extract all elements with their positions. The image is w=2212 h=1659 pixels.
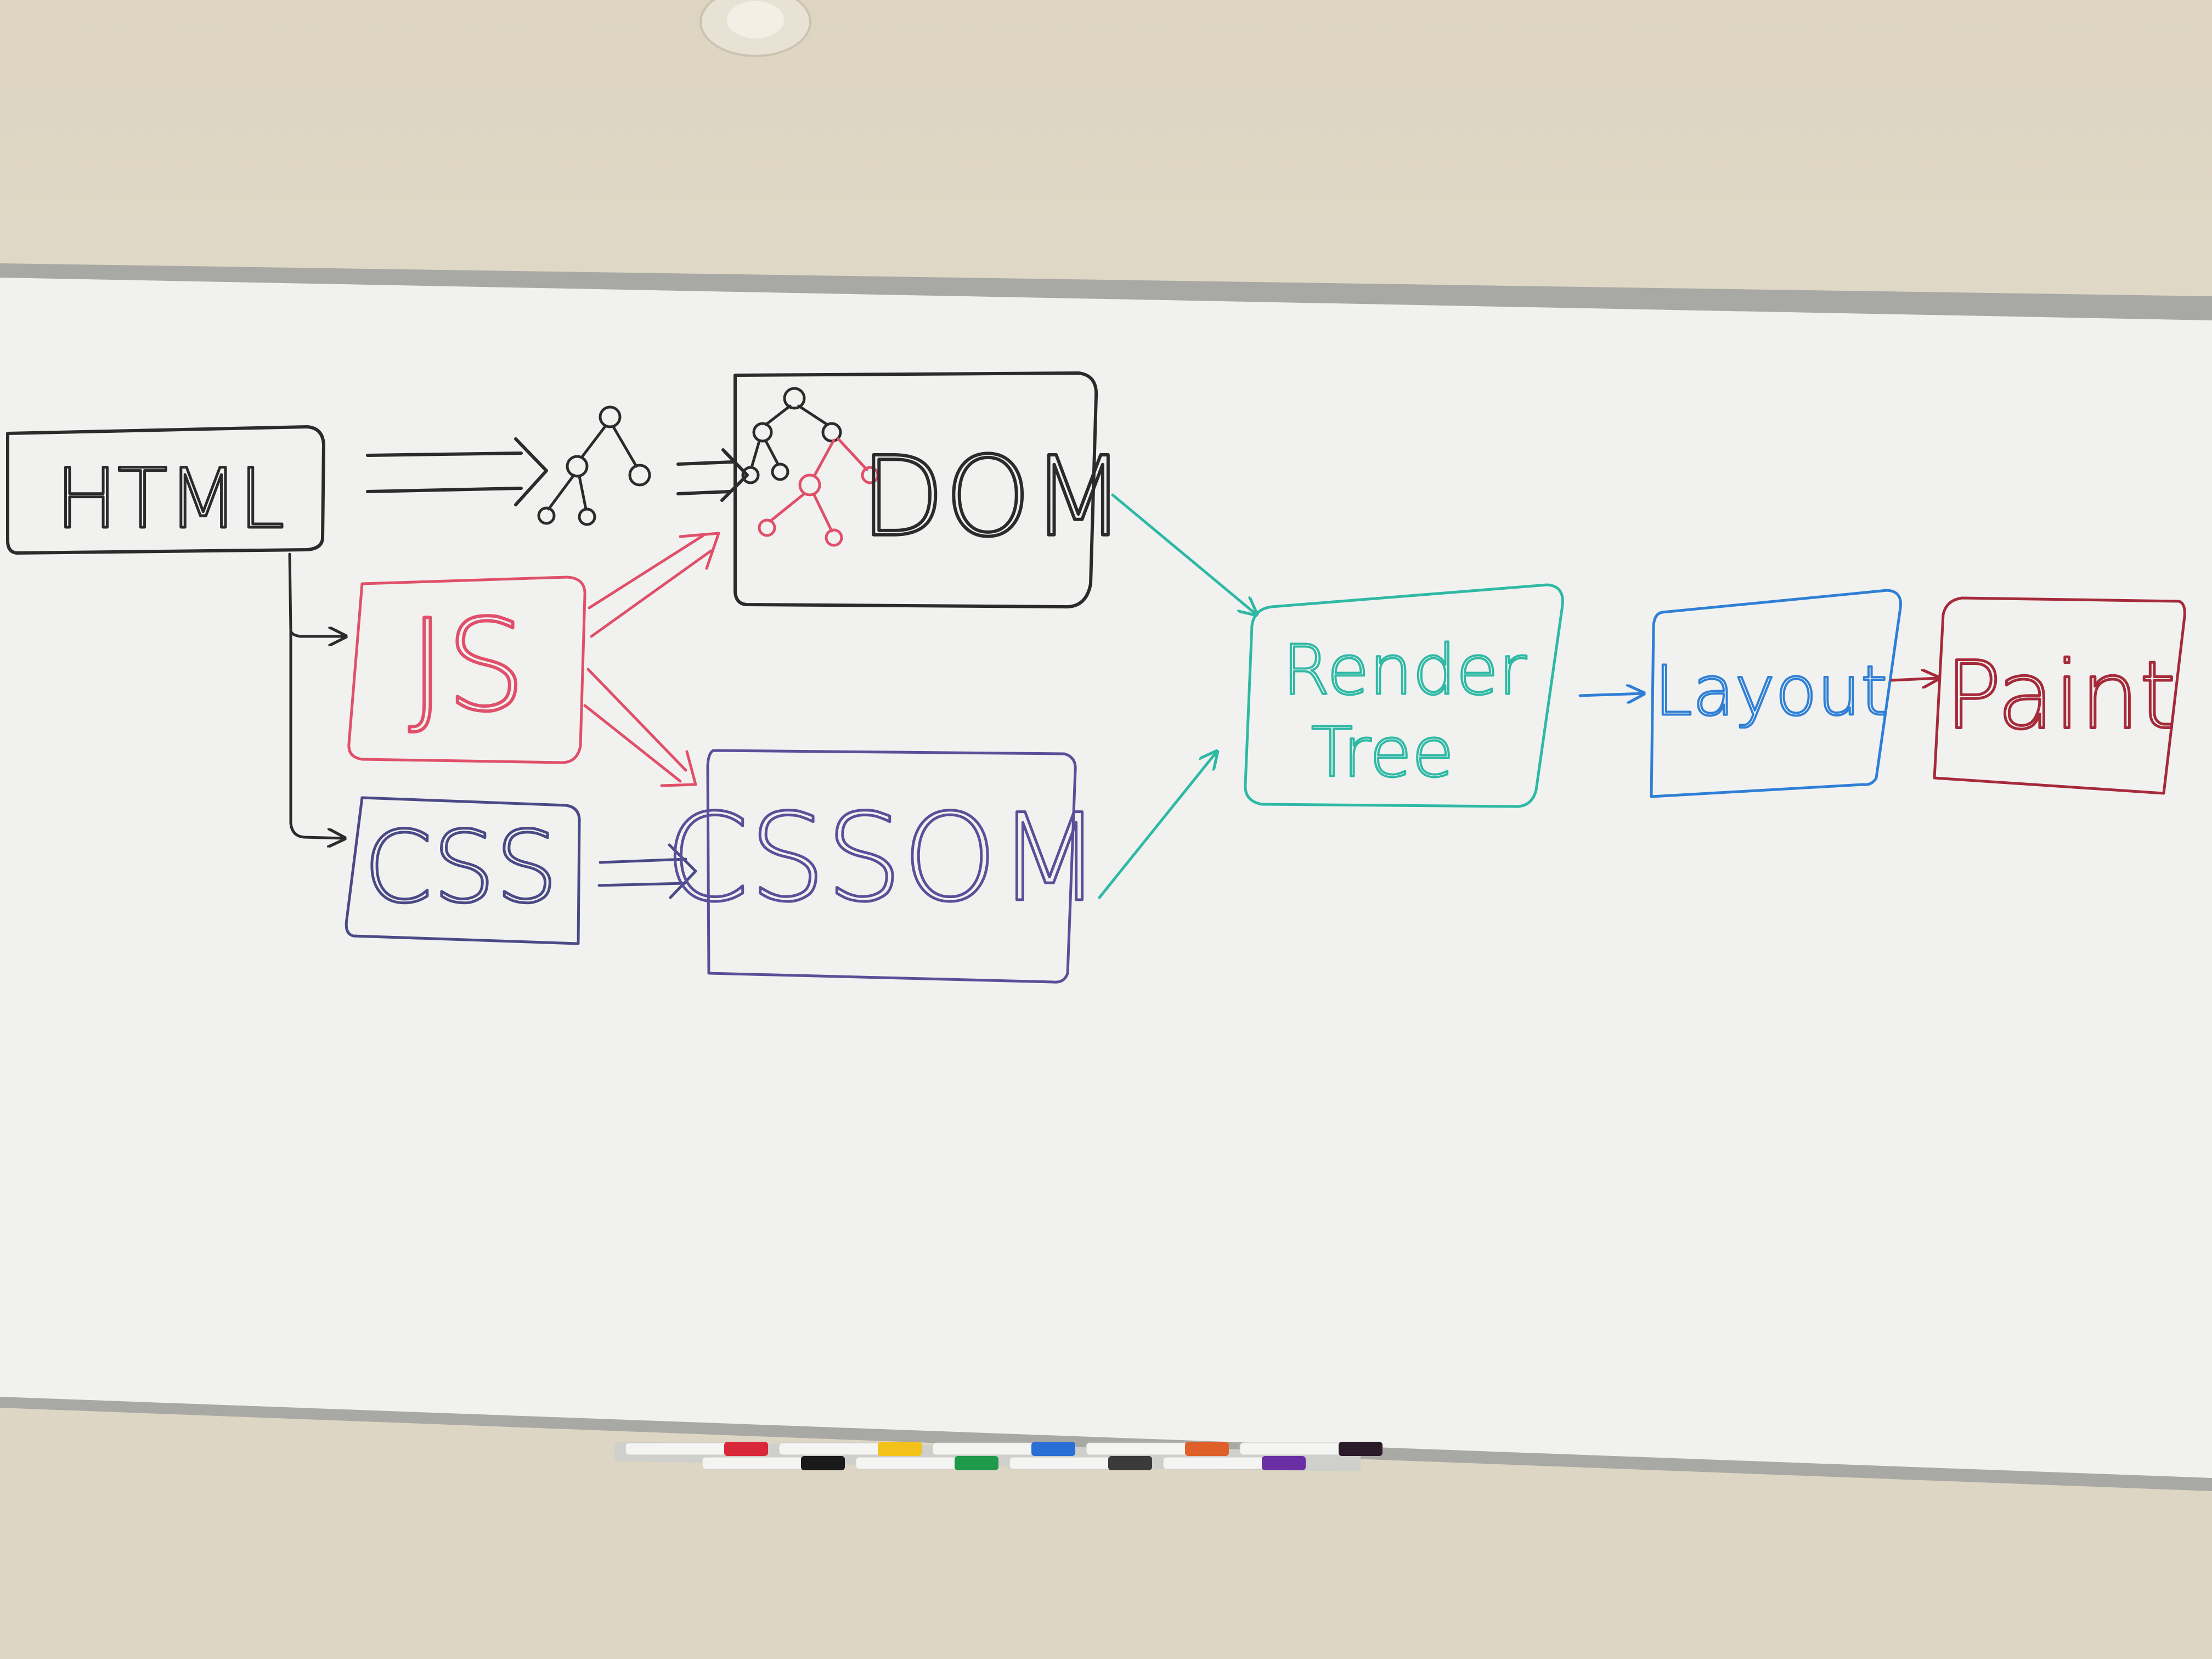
node-layout-box [1650,589,1902,798]
marker-cap [1185,1442,1229,1456]
node-cssom: CSSOM [664,749,1103,984]
marker-cap [724,1442,768,1456]
node-render-tree-label-line2: Tree [1311,713,1454,792]
node-dom: DOM [733,371,1127,609]
node-css-label: CSS [364,810,558,925]
node-render-tree-label-line1: Render [1282,630,1527,710]
node-paint: Paint [1933,596,2186,795]
markers-group [625,1442,1383,1470]
node-css: CSS [345,796,581,945]
node-paint-box [1933,596,2186,795]
marker-cap [1262,1456,1306,1470]
edge-js-to-dom [588,532,720,638]
node-html-label: HTML [55,452,284,547]
node-render-tree-box [1244,583,1564,808]
node-html-box [6,425,325,555]
node-render-tree: Render Tree [1244,583,1564,808]
node-layout-label: Layout [1655,651,1888,731]
marker-cap [801,1456,845,1470]
edge-tree-to-dom [676,448,749,502]
edge-html-to-js-css [288,552,346,838]
node-js-label: JS [409,593,526,740]
node-layout: Layout [1650,589,1902,798]
edge-layout-to-paint [1890,678,1939,680]
edge-cssom-to-render-tree [1098,752,1217,899]
edge-html-to-tree [366,437,548,506]
edge-css-to-cssom [597,843,697,899]
dom-tree-icon [741,387,879,547]
ceiling-sensor-icon [699,0,811,57]
node-cssom-label: CSSOM [665,788,1102,928]
marker-cap [955,1456,998,1470]
node-paint-label: Paint [1945,642,2176,751]
node-cssom-box [706,749,1077,984]
marker-cap [878,1442,922,1456]
marker-cap [1108,1456,1152,1470]
marker-cap [1031,1442,1075,1456]
edge-render-tree-to-layout [1578,693,1644,696]
node-html: HTML [6,425,325,555]
edge-js-to-cssom [583,668,697,787]
node-js-box [347,575,586,764]
marker-cap [1339,1442,1383,1456]
edge-dom-to-render-tree [1111,493,1256,614]
node-js: JS [347,575,586,764]
node-dom-label: DOM [860,433,1126,561]
node-dom-box [733,371,1098,609]
tree-icon-small [537,405,651,526]
node-css-box [345,796,581,945]
